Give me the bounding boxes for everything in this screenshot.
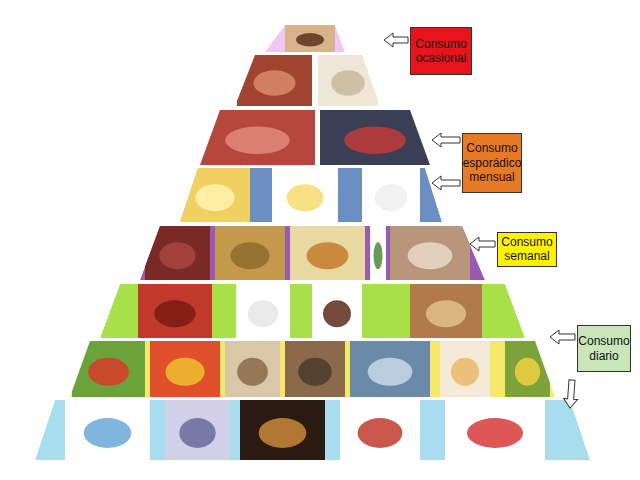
photo-detail xyxy=(248,300,278,327)
photo-detail xyxy=(331,70,365,96)
food-photo xyxy=(180,168,250,222)
pyramid-tier xyxy=(180,168,442,222)
tier-ground xyxy=(265,25,345,52)
callout-label: Consumo diario xyxy=(578,334,629,363)
food-photo xyxy=(237,55,312,106)
photo-detail xyxy=(296,33,324,47)
callout-label: Consumo ocasional xyxy=(414,37,468,66)
photo-detail xyxy=(375,184,407,211)
food-photo xyxy=(200,110,315,165)
food-photo xyxy=(370,226,386,280)
food-photo xyxy=(65,400,150,460)
tier-ground xyxy=(100,284,525,338)
food-photo xyxy=(285,25,335,52)
tier-ground xyxy=(180,168,442,222)
photo-detail xyxy=(298,358,332,386)
tier-ground xyxy=(70,341,555,397)
food-photo xyxy=(225,341,280,397)
callout-box: Consumo ocasional xyxy=(410,27,472,75)
tier-ground xyxy=(200,110,430,165)
photo-detail xyxy=(451,358,479,386)
callout-box: Consumo diario xyxy=(577,325,631,372)
photo-detail xyxy=(358,418,403,448)
tier-ground xyxy=(235,55,380,106)
food-photo xyxy=(340,400,420,460)
pyramid-tier xyxy=(70,341,555,397)
food-photo xyxy=(150,341,220,397)
photo-detail xyxy=(159,242,195,269)
food-photo xyxy=(72,341,145,397)
photo-detail xyxy=(165,358,204,386)
photo-detail xyxy=(259,418,307,448)
food-photo xyxy=(410,284,482,338)
photo-detail xyxy=(84,418,132,448)
pointer-arrow xyxy=(550,330,575,344)
photo-detail xyxy=(254,70,296,96)
food-photo xyxy=(440,341,490,397)
tier-ground xyxy=(140,226,485,280)
food-photo xyxy=(165,400,230,460)
food-photo xyxy=(285,341,345,397)
photo-detail xyxy=(195,184,234,211)
photo-detail xyxy=(515,358,540,386)
food-photo xyxy=(318,55,378,106)
photo-detail xyxy=(426,300,466,327)
pyramid-tier xyxy=(265,25,345,52)
pyramid-tier xyxy=(100,284,525,338)
photo-detail xyxy=(368,358,413,386)
photo-detail xyxy=(307,242,349,269)
tier-ground xyxy=(35,400,590,460)
photo-detail xyxy=(344,127,406,155)
photo-detail xyxy=(179,418,215,448)
food-photo xyxy=(290,226,365,280)
pyramid-tier xyxy=(200,110,430,165)
callout-box: Consumo semanal xyxy=(497,232,557,267)
pyramid-tier xyxy=(140,226,485,280)
food-photo xyxy=(272,168,338,222)
food-photo xyxy=(145,226,210,280)
photo-detail xyxy=(287,184,324,211)
pointer-arrow xyxy=(432,133,460,147)
photo-detail xyxy=(225,127,289,155)
photo-detail xyxy=(237,358,268,386)
food-photo xyxy=(390,226,470,280)
photo-detail xyxy=(374,242,383,269)
photo-detail xyxy=(408,242,453,269)
food-photo xyxy=(362,168,420,222)
pointer-arrow xyxy=(563,380,579,409)
food-photo xyxy=(215,226,285,280)
photo-detail xyxy=(88,358,129,386)
photo-detail xyxy=(230,242,269,269)
food-photo xyxy=(236,284,290,338)
food-photo xyxy=(138,284,212,338)
pointer-arrow xyxy=(384,33,408,47)
photo-detail xyxy=(323,300,351,327)
food-photo xyxy=(320,110,430,165)
pointer-arrow xyxy=(432,176,460,190)
food-photo xyxy=(445,400,545,460)
callout-box: Consumo esporádico mensual xyxy=(462,133,522,193)
pyramid-tier xyxy=(35,400,590,460)
pyramid-tier xyxy=(235,55,380,106)
photo-detail xyxy=(154,300,195,327)
pointer-arrow xyxy=(470,237,495,251)
food-photo xyxy=(312,284,362,338)
food-photo xyxy=(505,341,550,397)
callout-label: Consumo semanal xyxy=(501,235,553,264)
callout-label: Consumo esporádico mensual xyxy=(463,141,522,184)
food-photo xyxy=(240,400,325,460)
food-photo xyxy=(350,341,430,397)
photo-detail xyxy=(467,418,523,448)
